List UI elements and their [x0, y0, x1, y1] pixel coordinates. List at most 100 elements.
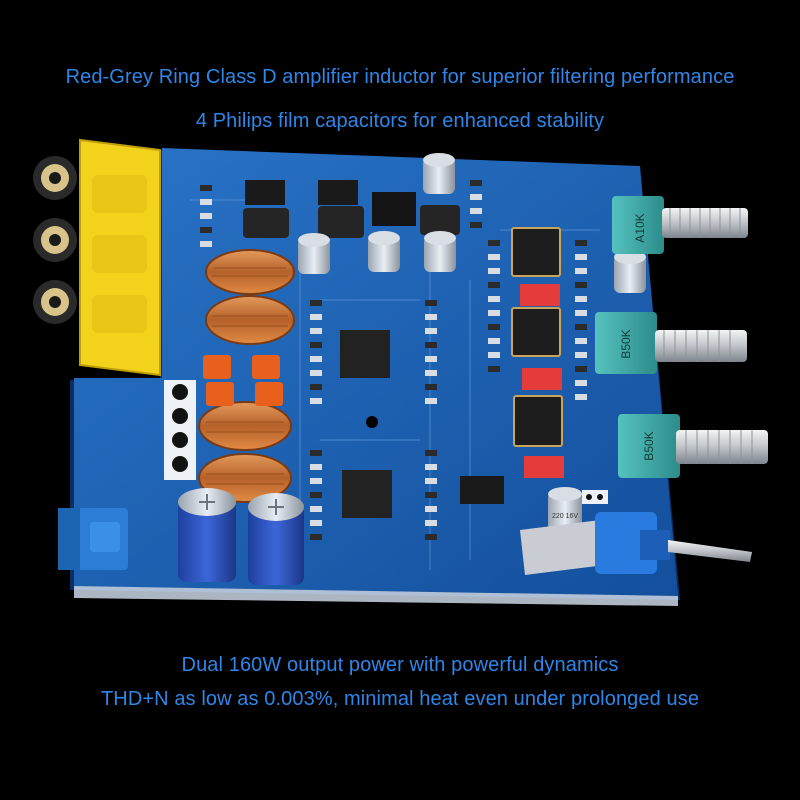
smd-pad	[425, 300, 437, 306]
small-cap-1	[423, 153, 455, 194]
smd-pad	[310, 314, 322, 320]
smd-pad	[310, 384, 322, 390]
smd-pad	[310, 520, 322, 526]
toroid-inductor-4	[198, 453, 292, 503]
potentiometer-bass[interactable]: B50K	[618, 414, 768, 478]
smd-pad	[425, 492, 437, 498]
pot-label-3: B50K	[642, 431, 656, 460]
smd-pad	[575, 352, 587, 358]
opamp-chips	[511, 227, 564, 478]
smd-pad	[425, 450, 437, 456]
caption-top-2: 4 Philips film capacitors for enhanced s…	[195, 110, 605, 132]
smd-pad	[200, 241, 212, 247]
smd-pad	[470, 208, 482, 214]
smd-pad	[425, 478, 437, 484]
smd-pad	[575, 254, 587, 260]
pot-label-1: A10K	[633, 213, 647, 242]
smd-pad	[310, 300, 322, 306]
small-cap-6	[548, 487, 582, 532]
smd-pad	[488, 324, 500, 330]
smd-pad	[575, 268, 587, 274]
potentiometer-mid[interactable]: B50K	[595, 312, 747, 374]
smd-pad	[310, 492, 322, 498]
smd-pad	[200, 213, 212, 219]
smd-pad	[470, 194, 482, 200]
smd-pad	[575, 338, 587, 344]
power-toggle-switch[interactable]	[520, 512, 752, 575]
smd-pad	[425, 384, 437, 390]
smd-pad	[425, 398, 437, 404]
smd-pad	[575, 380, 587, 386]
electrolytic-capacitor-left	[178, 488, 236, 582]
smd-pad	[310, 506, 322, 512]
smd-pad	[425, 520, 437, 526]
smd-pad	[575, 324, 587, 330]
smd-pad	[425, 534, 437, 540]
smd-pad	[488, 310, 500, 316]
smd-pad	[488, 338, 500, 344]
smd-pad	[310, 398, 322, 404]
header-pins	[582, 490, 608, 504]
smd-pad	[425, 506, 437, 512]
dc-power-jack	[58, 508, 128, 570]
smd-pad	[470, 222, 482, 228]
small-cap-label: 220 16V	[552, 513, 578, 520]
small-cap-3	[368, 231, 400, 272]
opamp-3	[513, 395, 563, 447]
mounting-hole	[366, 416, 378, 428]
smd-pad	[310, 464, 322, 470]
smd-pad	[488, 366, 500, 372]
smd-pad	[310, 328, 322, 334]
toroid-inductor-group	[198, 249, 295, 503]
rca-jack-2	[33, 218, 77, 262]
smd-pad	[200, 185, 212, 191]
power-ics	[243, 180, 460, 238]
smd-pad	[310, 534, 322, 540]
toroid-inductor-1	[205, 249, 295, 295]
smd-pad	[575, 310, 587, 316]
smd-pad	[310, 478, 322, 484]
smd-pads	[200, 180, 587, 540]
toroid-inductor-3	[198, 401, 292, 451]
smd-pad	[575, 240, 587, 246]
smd-pad	[470, 180, 482, 186]
driver-chip	[460, 476, 504, 504]
amplifier-chips	[340, 330, 504, 518]
smd-pad	[200, 227, 212, 233]
smd-pad	[575, 282, 587, 288]
smd-pad	[200, 199, 212, 205]
rca-jack-3	[33, 280, 77, 324]
smd-pad	[425, 342, 437, 348]
smd-pad	[425, 328, 437, 334]
small-capacitors	[298, 153, 646, 532]
caption-bottom-2: THD+N as low as 0.003%, minimal heat eve…	[100, 688, 700, 710]
smd-pad	[575, 394, 587, 400]
electrolytic-capacitor-right	[248, 493, 304, 585]
smd-pad	[310, 342, 322, 348]
smd-pad	[425, 356, 437, 362]
film-capacitor-3	[206, 382, 234, 406]
smd-pad	[310, 450, 322, 456]
smd-pad	[488, 254, 500, 260]
smd-pad	[575, 366, 587, 372]
film-capacitor-group	[203, 355, 283, 406]
potentiometer-treble[interactable]: A10K	[612, 196, 748, 254]
caption-bottom-1: Dual 160W output power with powerful dyn…	[181, 654, 619, 676]
amp-chip-2	[342, 470, 392, 518]
smd-pad	[488, 282, 500, 288]
speaker-output-pads	[164, 380, 196, 480]
smd-pad	[425, 370, 437, 376]
film-capacitor-1	[203, 355, 231, 379]
smd-pad	[310, 356, 322, 362]
smd-pad	[488, 268, 500, 274]
film-capacitor-4	[255, 382, 283, 406]
opamp-1	[511, 227, 561, 277]
smd-pad	[488, 240, 500, 246]
rca-jack-1	[33, 156, 77, 200]
smd-pad	[488, 296, 500, 302]
smd-pad	[575, 296, 587, 302]
caption-top-1: Red-Grey Ring Class D amplifier inductor…	[65, 66, 735, 88]
film-capacitor-2	[252, 355, 280, 379]
small-cap-4	[424, 231, 456, 272]
